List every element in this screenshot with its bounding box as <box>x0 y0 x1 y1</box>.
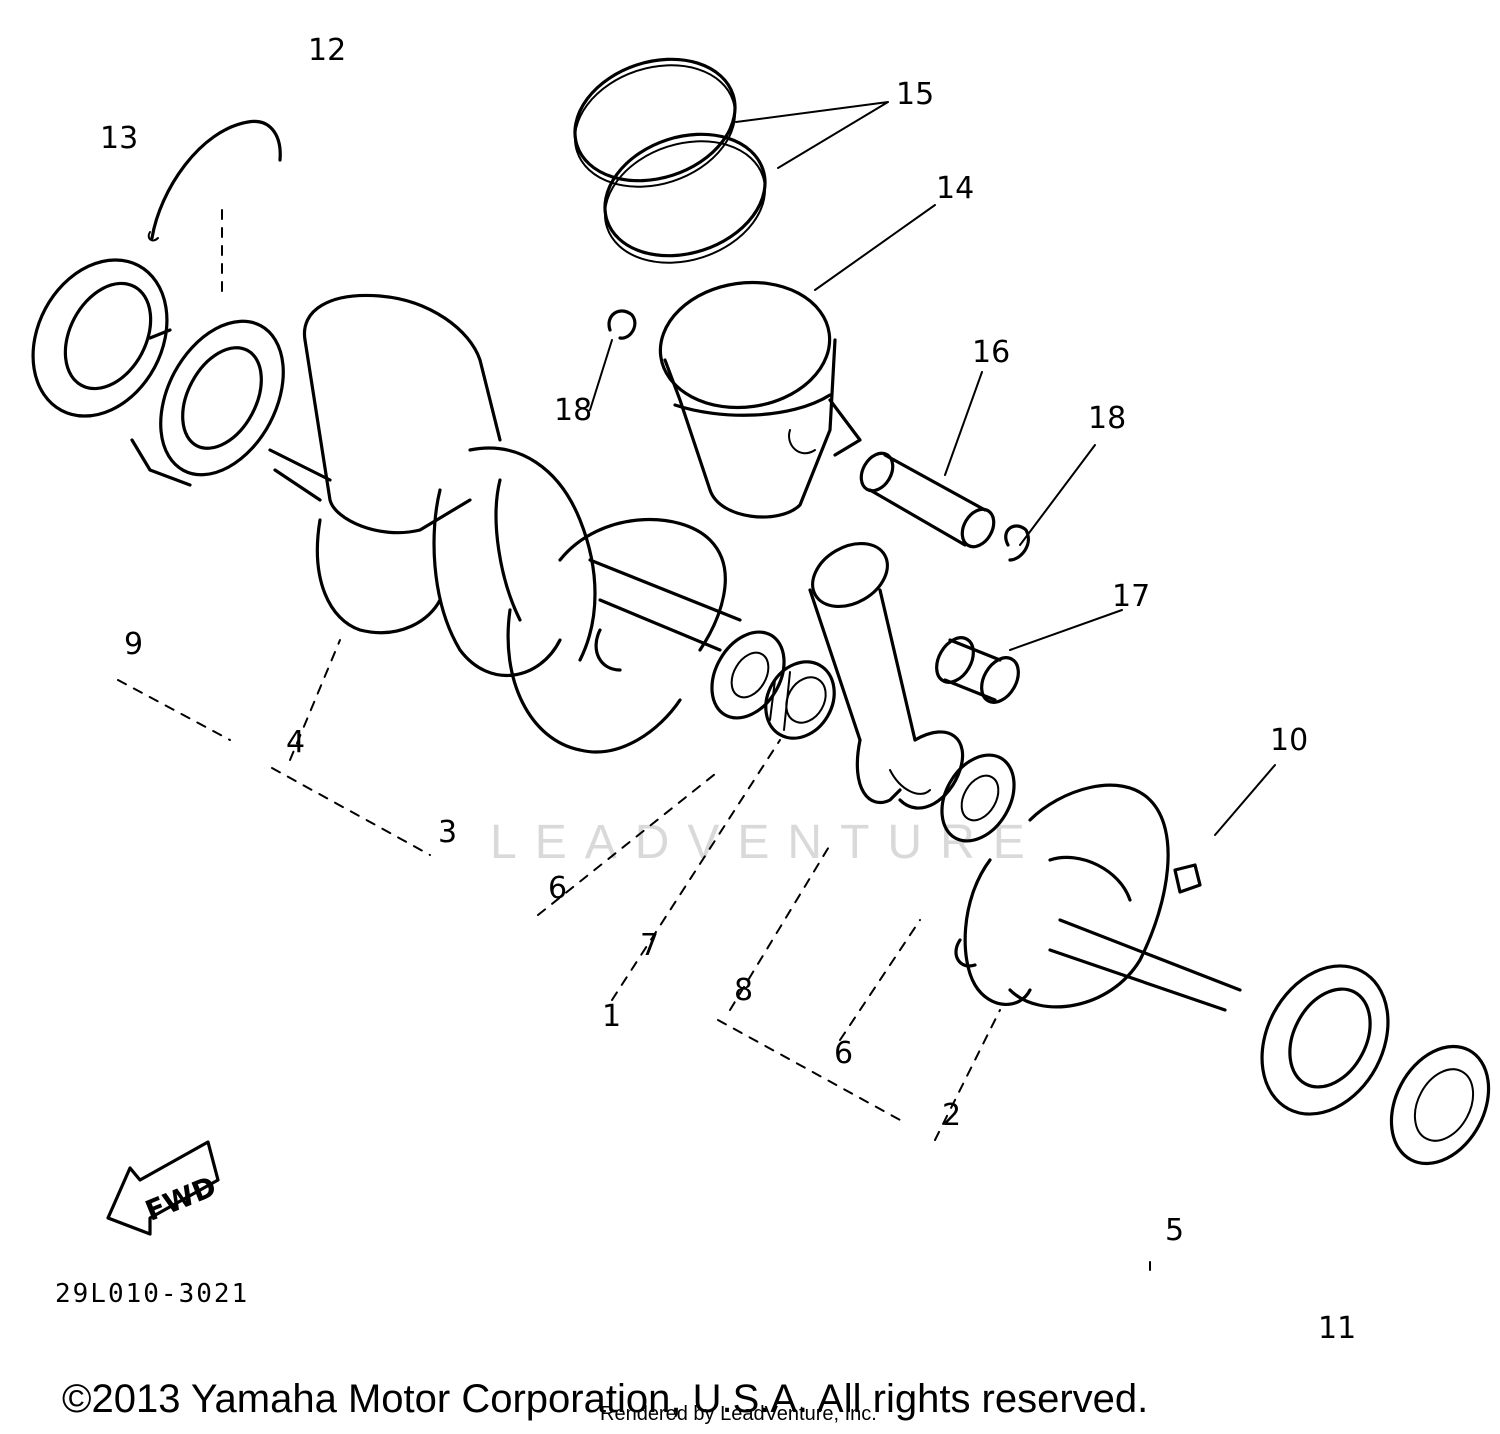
leader-lines <box>117 101 1276 1271</box>
part-6-washer-right <box>940 753 1016 843</box>
watermark: LEADVENTURE <box>490 816 1043 869</box>
rendered-by: Rendered by LeadVenture, Inc. <box>600 1403 877 1425</box>
part-3-4-left-crank <box>268 293 597 677</box>
callout-10: 10 <box>1270 723 1308 758</box>
part-16-piston-pin <box>859 451 996 549</box>
copyright: ©2013 Yamaha Motor Corporation, U.S.A. A… <box>62 1377 1148 1421</box>
part-left-bearing <box>130 319 285 487</box>
part-15-piston-rings <box>573 57 767 264</box>
callout-2: 2 <box>942 1098 961 1133</box>
callout-13: 13 <box>100 121 138 156</box>
part-right-bearing <box>1260 964 1390 1116</box>
part-7-needle-bearing <box>764 660 836 740</box>
part-2-right-crank <box>954 783 1242 1012</box>
callout-6-right: 6 <box>834 1036 853 1071</box>
callout-12: 12 <box>308 33 346 68</box>
callout-18-right: 18 <box>1088 401 1126 436</box>
part-14-piston <box>658 280 862 519</box>
part-code: 29L010-3021 <box>55 1279 249 1309</box>
callout-18-top: 18 <box>554 393 592 428</box>
callout-7: 7 <box>640 928 659 963</box>
part-6-washer-left <box>710 630 786 720</box>
callout-labels: 1 2 3 4 5 6 6 7 8 9 10 11 12 13 14 15 16… <box>100 33 1356 1346</box>
callout-3: 3 <box>438 815 457 850</box>
callout-16: 16 <box>972 335 1010 370</box>
callout-14: 14 <box>936 171 974 206</box>
fwd-arrow: FWD <box>106 1140 221 1236</box>
callout-5: 5 <box>1165 1213 1184 1248</box>
part-18-clip-right <box>1004 524 1030 562</box>
part-12-circlip <box>147 119 282 242</box>
part-18-clip-top <box>607 309 637 340</box>
callout-9: 9 <box>124 627 143 662</box>
callout-15: 15 <box>896 77 934 112</box>
callout-6-left: 6 <box>548 871 567 906</box>
part-5-11-oil-seal <box>1389 1044 1491 1166</box>
callout-11: 11 <box>1318 1311 1356 1346</box>
part-10-key <box>1173 863 1202 894</box>
callout-1: 1 <box>602 999 621 1034</box>
part-13-oil-seal <box>31 258 169 418</box>
fwd-label: FWD <box>141 1170 221 1228</box>
part-17-small-end-bearing <box>935 636 1020 704</box>
callout-17: 17 <box>1112 579 1150 614</box>
callout-4: 4 <box>286 725 305 760</box>
part-crank-web-center <box>506 517 742 754</box>
callout-8: 8 <box>734 973 753 1008</box>
